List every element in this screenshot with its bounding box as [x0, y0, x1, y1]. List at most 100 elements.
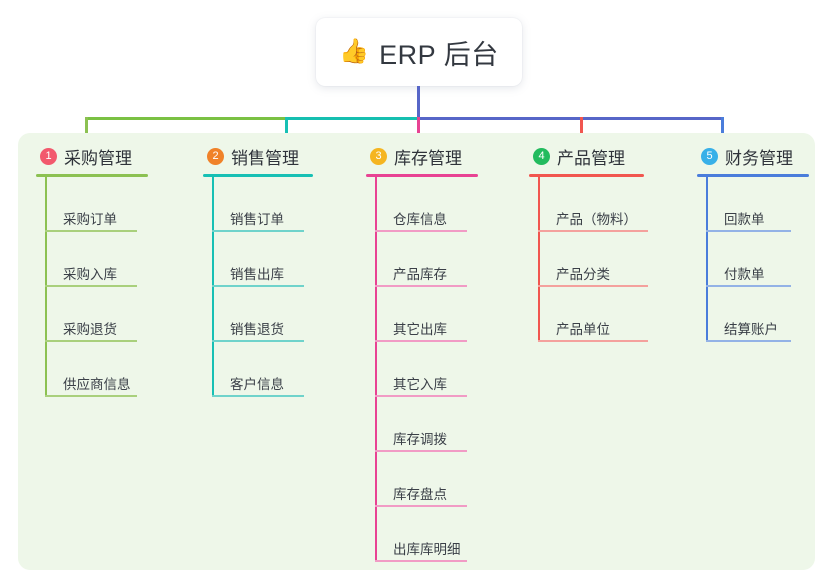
branches-panel — [18, 133, 815, 570]
branch-spine — [375, 177, 377, 562]
branch-item-label: 产品分类 — [556, 267, 610, 282]
branch-underline — [697, 174, 809, 177]
branch-title: 财务管理 — [725, 148, 793, 168]
branch-item[interactable]: 付款单 — [706, 232, 839, 287]
branch-items: 销售订单销售出库销售退货客户信息 — [203, 177, 353, 397]
branch-item[interactable]: 销售订单 — [212, 177, 353, 232]
branch-item-label: 销售出库 — [230, 267, 284, 282]
branch-item-underline — [706, 340, 791, 342]
branch-header-3[interactable]: 3 库存管理 — [366, 143, 531, 169]
branch-item-label: 采购入库 — [63, 267, 117, 282]
root-node-title: ERP 后台 — [379, 39, 499, 70]
branch-spine — [706, 177, 708, 342]
branch-column-4: 4 产品管理产品（物料） 产品分类产品单位 — [529, 143, 694, 342]
branch-column-2: 2 销售管理销售订单销售出库销售退货客户信息 — [203, 143, 353, 397]
root-node-content: 👍 ERP 后台 — [339, 33, 498, 72]
branch-column-5: 5 财务管理回款单付款单结算账户 — [697, 143, 839, 342]
branch-item[interactable]: 销售出库 — [212, 232, 353, 287]
branch-item-label: 付款单 — [724, 267, 765, 282]
branch-item-label: 销售订单 — [230, 212, 284, 227]
branch-item-underline — [45, 230, 137, 232]
branch-item-underline — [706, 285, 791, 287]
thumbs-up-icon: 👍 — [339, 38, 370, 65]
branch-item-underline — [45, 285, 137, 287]
branch-item-label: 回款单 — [724, 212, 765, 227]
branch-item-label: 产品（物料） — [556, 212, 637, 227]
branch-item-label: 产品库存 — [393, 267, 447, 282]
branch-item-label: 库存盘点 — [393, 487, 447, 502]
branch-item[interactable]: 产品单位 — [538, 287, 694, 342]
branch-title: 库存管理 — [394, 148, 462, 168]
branch-spine — [538, 177, 540, 342]
branch-item[interactable]: 其它出库 — [375, 287, 531, 342]
branch-underline — [529, 174, 644, 177]
branch-item-underline — [375, 560, 467, 562]
branch-item[interactable]: 产品库存 — [375, 232, 531, 287]
connector-bus-1 — [85, 117, 285, 120]
branch-items: 产品（物料） 产品分类产品单位 — [529, 177, 694, 342]
root-node[interactable]: 👍 ERP 后台 — [316, 18, 522, 86]
branch-item[interactable]: 产品分类 — [538, 232, 694, 287]
branch-item-underline — [375, 505, 467, 507]
branch-item[interactable]: 采购退货 — [45, 287, 186, 342]
branch-item[interactable]: 销售退货 — [212, 287, 353, 342]
branch-item-underline — [375, 230, 467, 232]
branch-item-label: 出库库明细 — [393, 542, 461, 557]
branch-item-label: 仓库信息 — [393, 212, 447, 227]
connector-bus-3 — [418, 117, 722, 120]
branch-item[interactable]: 供应商信息 — [45, 342, 186, 397]
branch-header-1[interactable]: 1 采购管理 — [36, 143, 186, 169]
branch-item[interactable]: 出库库明细 — [375, 507, 531, 562]
branch-item-label: 供应商信息 — [63, 377, 131, 392]
branch-item[interactable]: 其它入库 — [375, 342, 531, 397]
connector-root-stem — [417, 86, 420, 120]
branch-header-2[interactable]: 2 销售管理 — [203, 143, 353, 169]
branch-item-underline — [538, 285, 648, 287]
branch-item-underline — [212, 285, 304, 287]
branch-item-underline — [538, 230, 648, 232]
branch-item-underline — [375, 450, 467, 452]
branch-item-label: 产品单位 — [556, 322, 610, 337]
branch-item-underline — [212, 340, 304, 342]
branch-item-underline — [212, 395, 304, 397]
branch-underline — [203, 174, 313, 177]
branch-item-label: 销售退货 — [230, 322, 284, 337]
branch-header-4[interactable]: 4 产品管理 — [529, 143, 694, 169]
branch-title: 销售管理 — [231, 148, 299, 168]
branch-item[interactable]: 库存调拨 — [375, 397, 531, 452]
branch-item-underline — [538, 340, 648, 342]
branch-item[interactable]: 回款单 — [706, 177, 839, 232]
branch-item[interactable]: 采购入库 — [45, 232, 186, 287]
branch-number-badge: 1 — [40, 147, 57, 165]
branch-item[interactable]: 采购订单 — [45, 177, 186, 232]
branch-item-label: 其它入库 — [393, 377, 447, 392]
branch-title: 产品管理 — [557, 148, 625, 168]
branch-item-underline — [375, 395, 467, 397]
connector-bus-2 — [285, 117, 418, 120]
branch-number-badge: 3 — [370, 147, 387, 165]
branch-title: 采购管理 — [64, 148, 132, 168]
branch-spine — [45, 177, 47, 397]
branch-number-badge: 2 — [207, 147, 224, 165]
branch-header-5[interactable]: 5 财务管理 — [697, 143, 839, 169]
branch-spine — [212, 177, 214, 397]
branch-item-label: 采购订单 — [63, 212, 117, 227]
branch-column-1: 1 采购管理采购订单采购入库采购退货供应商信息 — [36, 143, 186, 397]
branch-item-underline — [375, 285, 467, 287]
branch-items: 回款单付款单结算账户 — [697, 177, 839, 342]
branch-item[interactable]: 仓库信息 — [375, 177, 531, 232]
branch-item-underline — [45, 340, 137, 342]
branch-item[interactable]: 库存盘点 — [375, 452, 531, 507]
branch-item-label: 采购退货 — [63, 322, 117, 337]
branch-underline — [366, 174, 478, 177]
branch-number-badge: 5 — [701, 147, 718, 165]
branch-item-label: 库存调拨 — [393, 432, 447, 447]
branch-item[interactable]: 结算账户 — [706, 287, 839, 342]
branch-underline — [36, 174, 148, 177]
branch-item-underline — [212, 230, 304, 232]
branch-number-badge: 4 — [533, 147, 550, 165]
branch-item[interactable]: 产品（物料） — [538, 177, 694, 232]
branch-item[interactable]: 客户信息 — [212, 342, 353, 397]
branch-item-label: 客户信息 — [230, 377, 284, 392]
